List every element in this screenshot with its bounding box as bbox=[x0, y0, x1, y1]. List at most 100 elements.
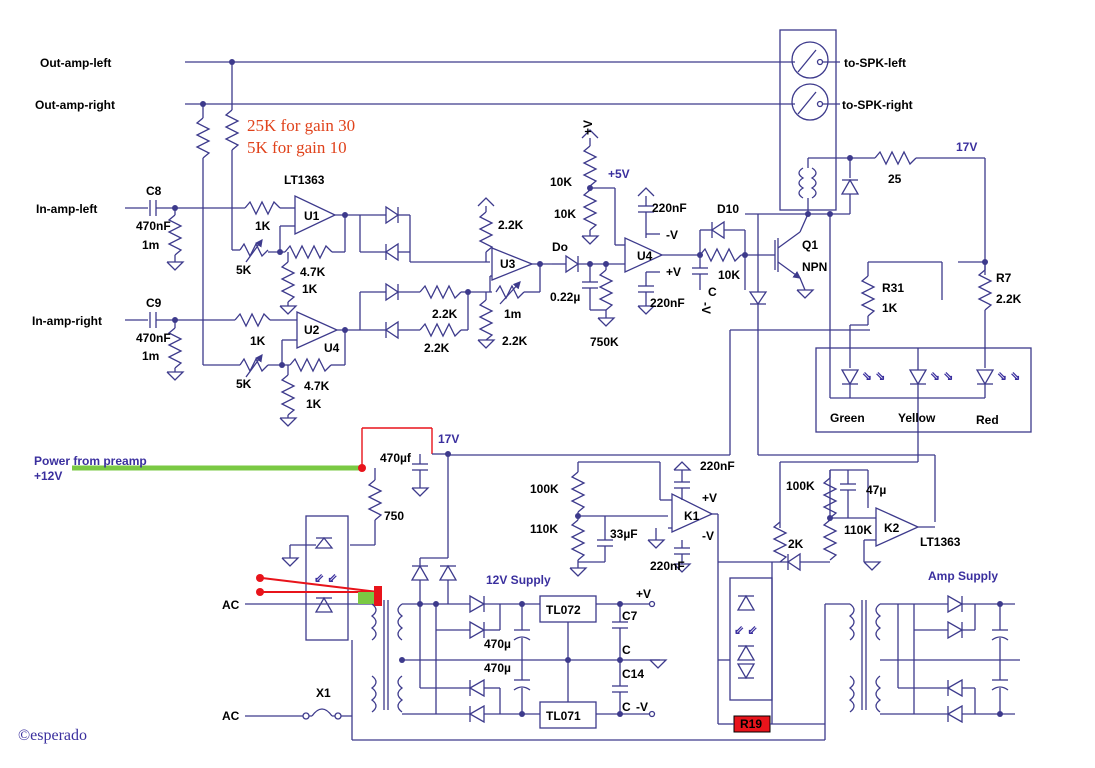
pot5k-b: 5K bbox=[236, 377, 252, 391]
q1-transistor bbox=[770, 213, 815, 299]
pot5k-a: 5K bbox=[236, 263, 252, 277]
r1k-u2: 1K bbox=[250, 334, 266, 348]
input-left-stage bbox=[125, 194, 380, 315]
c8-label: C8 bbox=[146, 184, 162, 198]
to-spk-left-label: to-SPK-left bbox=[844, 56, 906, 70]
led-indicators: ⇘ ⇘ ⇘ ⇘ ⇘ ⇘ bbox=[448, 150, 1032, 522]
r110k-a: 110K bbox=[530, 522, 558, 536]
r47k-b: 4.7K bbox=[304, 379, 330, 393]
yellow-led-label: Yellow bbox=[898, 411, 936, 425]
r22k-a: 2.2K bbox=[498, 218, 524, 232]
c-b: C bbox=[622, 700, 631, 714]
c47u-label: 47µ bbox=[866, 483, 886, 497]
labels: Out-amp-left Out-amp-right to-SPK-left t… bbox=[18, 56, 1022, 744]
u4b-label: U4 bbox=[637, 249, 653, 263]
r31-label: R31 bbox=[882, 281, 904, 295]
r10k-a: 10K bbox=[550, 175, 572, 189]
r1k-a: 1K bbox=[302, 282, 318, 296]
u3-label: U3 bbox=[500, 257, 516, 271]
out-right-label: Out-amp-right bbox=[35, 98, 115, 112]
r22k-c: 2.2K bbox=[424, 341, 450, 355]
ac-bottom: AC bbox=[222, 709, 240, 723]
c-label: C bbox=[708, 285, 717, 299]
c220-k1a: 220nF bbox=[700, 459, 735, 473]
u4a-label: U4 bbox=[324, 341, 340, 355]
v12-label: +12V bbox=[34, 469, 62, 483]
r10k-b: 10K bbox=[554, 207, 576, 221]
u1-label: U1 bbox=[304, 209, 320, 223]
q1-label: Q1 bbox=[802, 238, 818, 252]
copyright: ©esperado bbox=[18, 727, 87, 744]
c7-label: C7 bbox=[622, 609, 638, 623]
supply-12v bbox=[370, 557, 668, 729]
c220-k1b: 220nF bbox=[650, 559, 685, 573]
lt1363-label: LT1363 bbox=[284, 173, 325, 187]
rectifier-diodes bbox=[380, 205, 492, 340]
r22k-d: 2.2K bbox=[502, 334, 528, 348]
r10k-c: 10K bbox=[718, 268, 740, 282]
c220-a: 220nF bbox=[652, 201, 687, 215]
c022-label: 0.22µ bbox=[550, 290, 580, 304]
c33u-label: 33µF bbox=[610, 527, 638, 541]
gain30-note: 25K for gain 30 bbox=[247, 116, 355, 135]
do-label: Do bbox=[552, 240, 568, 254]
minusv-k1: -V bbox=[702, 529, 714, 543]
input-right-stage bbox=[125, 291, 380, 427]
output-bus bbox=[185, 59, 795, 365]
r1m-b: 1m bbox=[142, 349, 159, 363]
c470m-a: 470µ bbox=[484, 637, 511, 651]
c470u-label: 470µf bbox=[380, 451, 412, 465]
r750-label: 750 bbox=[384, 509, 404, 523]
out-left-label: Out-amp-left bbox=[40, 56, 111, 70]
r1k-u1: 1K bbox=[255, 219, 271, 233]
minusv-a: -V bbox=[666, 228, 678, 242]
u3-stage bbox=[477, 197, 625, 349]
v17-b: 17V bbox=[438, 432, 459, 446]
v17-a: 17V bbox=[956, 140, 977, 154]
u2-label: U2 bbox=[304, 323, 320, 337]
amp-supply-label: Amp Supply bbox=[928, 569, 998, 583]
to-spk-right-label: to-SPK-right bbox=[842, 98, 913, 112]
x1-label: X1 bbox=[316, 686, 331, 700]
k2-label: K2 bbox=[884, 521, 900, 535]
c14-label: C14 bbox=[622, 667, 644, 681]
c470m-b: 470µ bbox=[484, 661, 511, 675]
plusv-s: +V bbox=[636, 587, 651, 601]
r110k-b: 110K bbox=[844, 523, 872, 537]
amp-supply bbox=[848, 594, 1020, 724]
r22k-r7: 2.2K bbox=[996, 292, 1022, 306]
r1k-r31: 1K bbox=[882, 301, 898, 315]
tl071-label: TL071 bbox=[546, 709, 581, 723]
tl072-label: TL072 bbox=[546, 603, 581, 617]
d10-label: D10 bbox=[717, 202, 739, 216]
r19-label: R19 bbox=[740, 717, 762, 731]
r1m-u3: 1m bbox=[504, 307, 521, 321]
svg-text:⇘ ⇘: ⇘ ⇘ bbox=[862, 369, 885, 383]
r2k-label: 2K bbox=[788, 537, 804, 551]
supply12-label: 12V Supply bbox=[486, 573, 551, 587]
in-right-label: In-amp-right bbox=[32, 314, 102, 328]
k1-stage bbox=[569, 461, 800, 600]
svg-text:⇘ ⇘: ⇘ ⇘ bbox=[930, 369, 953, 383]
lt1363-k2: LT1363 bbox=[920, 535, 961, 549]
r25-label: 25 bbox=[888, 172, 902, 186]
k1-label: K1 bbox=[684, 509, 700, 523]
u4-stage bbox=[581, 129, 850, 455]
in-left-label: In-amp-left bbox=[36, 202, 97, 216]
npn-label: NPN bbox=[802, 260, 827, 274]
k2-stage bbox=[772, 469, 935, 572]
plusv-top: +V bbox=[581, 120, 595, 135]
r100k-b: 100K bbox=[786, 479, 815, 493]
r1m-a: 1m bbox=[142, 238, 159, 252]
red-led-label: Red bbox=[976, 413, 999, 427]
ac-top: AC bbox=[222, 598, 240, 612]
power-label: Power from preamp bbox=[34, 454, 147, 468]
c220-b: 220nF bbox=[650, 296, 685, 310]
c9-label: C9 bbox=[146, 296, 162, 310]
gain10-note: 5K for gain 10 bbox=[247, 138, 347, 157]
r22k-b: 2.2K bbox=[432, 307, 458, 321]
c-a: C bbox=[622, 643, 631, 657]
c9-value: 470nF bbox=[136, 331, 171, 345]
r19-block: ⇙ ⇙ bbox=[717, 562, 850, 740]
